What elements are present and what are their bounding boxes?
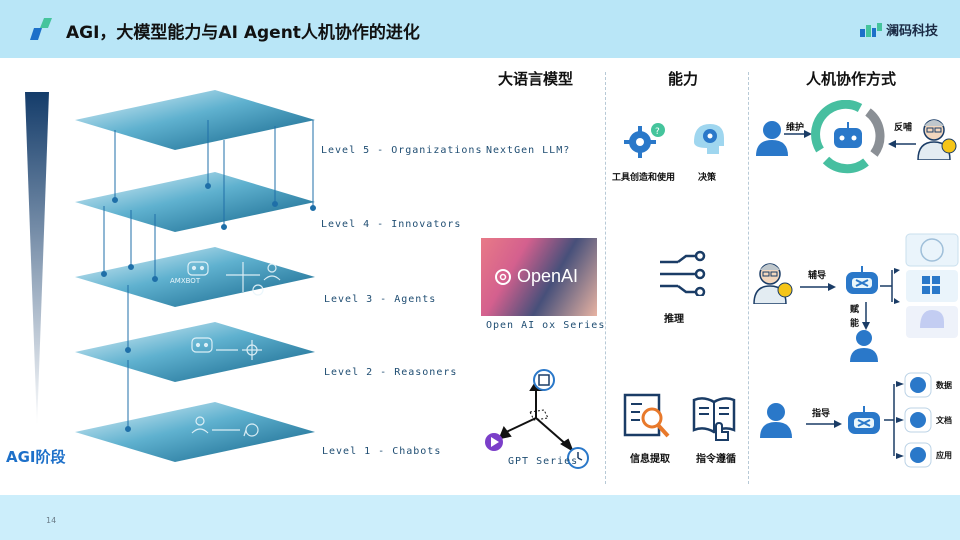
tool-creation-label: 工具创造和使用 bbox=[612, 173, 676, 183]
instruction-following-label: 指令遵循 bbox=[696, 454, 736, 465]
ai-resources-images bbox=[905, 233, 959, 338]
level-3-label: Level 3 - Agents bbox=[324, 294, 437, 305]
logo-icon bbox=[30, 18, 52, 40]
next-gen-llm-label: NextGen LLM? bbox=[486, 145, 571, 156]
instruction-following-icon bbox=[692, 397, 736, 441]
level-5-label: Level 5 - Organizations bbox=[321, 145, 483, 156]
llm-column-heading: 大语言模型 bbox=[498, 70, 574, 88]
user-icon bbox=[756, 121, 788, 156]
openai-logo-icon bbox=[495, 268, 511, 285]
chatbots-icons bbox=[191, 416, 259, 437]
agents-icons bbox=[187, 261, 281, 296]
robot-icon bbox=[846, 266, 878, 294]
reasoning-label: 推理 bbox=[664, 314, 684, 325]
agent-badge: AMXBOT bbox=[170, 277, 201, 285]
gpt-series-axes-icon bbox=[485, 369, 589, 469]
svg-text:?: ? bbox=[655, 127, 660, 137]
guide-label: 指导 bbox=[812, 409, 831, 419]
gears-icon: ? bbox=[624, 123, 665, 158]
feedback-cycle-icon bbox=[811, 100, 885, 174]
column-divider bbox=[605, 72, 606, 484]
openai-caption: Open AI ox Series bbox=[486, 320, 606, 331]
user-icon bbox=[760, 403, 792, 438]
openai-image: OpenAI bbox=[481, 238, 597, 316]
arrow-down-icon bbox=[862, 302, 870, 330]
bracket-connector-icon bbox=[884, 381, 904, 459]
brand: 澜码科技 bbox=[859, 20, 938, 39]
arrow-right-icon bbox=[806, 420, 842, 428]
info-extraction-label: 信息提取 bbox=[630, 454, 670, 465]
assist-label: 辅导 bbox=[808, 271, 827, 281]
doc-label: 文档 bbox=[936, 416, 952, 425]
bracket-connector-icon bbox=[880, 268, 900, 304]
column-divider bbox=[748, 72, 749, 484]
empower-label-1: 赋 bbox=[850, 305, 860, 315]
maintain-label: 维护 bbox=[786, 123, 805, 133]
level-4-label: Level 4 - Innovators bbox=[321, 219, 462, 230]
user-icon bbox=[850, 330, 878, 362]
footer-bar bbox=[0, 495, 960, 540]
decision-label: 决策 bbox=[698, 173, 717, 183]
data-label: 数据 bbox=[936, 381, 952, 390]
header-bar bbox=[0, 0, 960, 58]
page-number: 14 bbox=[46, 516, 57, 525]
empower-label-2: 能 bbox=[850, 319, 860, 329]
info-extraction-icon bbox=[623, 393, 670, 438]
reasoners-icons bbox=[191, 337, 262, 360]
feedback-label: 反哺 bbox=[894, 123, 913, 133]
expert-icon bbox=[917, 119, 957, 160]
layer-level-4 bbox=[75, 172, 315, 232]
layer-level-3 bbox=[75, 247, 315, 307]
teacher-icon bbox=[753, 263, 793, 304]
agi-layers-diagram: AMXBOT bbox=[75, 90, 316, 462]
level-1-label: Level 1 - Chabots bbox=[322, 446, 442, 457]
agi-stage-label: AGI阶段 bbox=[6, 448, 66, 466]
layer-level-1 bbox=[75, 402, 315, 462]
brain-gear-icon bbox=[694, 124, 724, 154]
robot-icon bbox=[848, 406, 880, 434]
collab-column-heading: 人机协作方式 bbox=[806, 70, 897, 88]
gpt-series-caption: GPT Series bbox=[508, 456, 579, 467]
arrow-right-icon bbox=[784, 130, 812, 138]
openai-logo-text: OpenAI bbox=[517, 266, 579, 286]
page-title: AGI，大模型能力与AI Agent人机协作的进化 bbox=[66, 23, 420, 43]
arrow-right-icon bbox=[800, 283, 836, 291]
brand-name: 澜码科技 bbox=[885, 24, 938, 39]
arrow-left-icon bbox=[888, 140, 916, 148]
brand-logo-icon bbox=[859, 22, 882, 37]
app-label: 应用 bbox=[936, 451, 952, 460]
level-2-label: Level 2 - Reasoners bbox=[324, 367, 458, 378]
layer-level-5 bbox=[75, 90, 315, 150]
capability-column-heading: 能力 bbox=[668, 70, 699, 88]
resource-badges bbox=[904, 372, 932, 468]
reasoning-network-icon bbox=[660, 250, 706, 296]
